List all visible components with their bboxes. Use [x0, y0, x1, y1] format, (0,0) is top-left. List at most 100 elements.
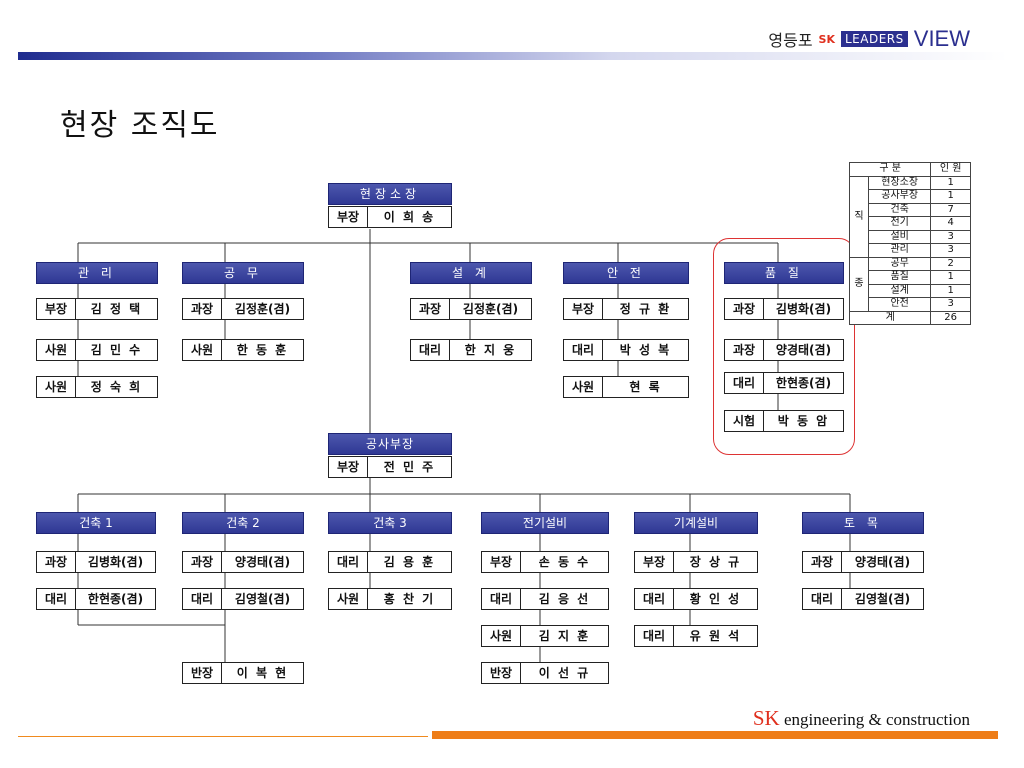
name-cell: 김 민 수: [90, 343, 143, 357]
brand-sk: SK: [818, 32, 835, 46]
site-manager-row: 부장 이 희 송: [328, 206, 452, 228]
rank-cell: 사원: [564, 377, 603, 397]
rank-cell: 부장: [482, 552, 521, 572]
rank-cell: 대리: [635, 626, 674, 646]
site-manager-head-label: 현장소장: [359, 187, 421, 201]
rank-cell: 사원: [37, 340, 76, 360]
dept-row: 사원 김 민 수: [36, 339, 158, 361]
table-cell: 설계: [867, 283, 932, 298]
rank-cell: 부장: [564, 299, 603, 319]
table-cell: 현장소장: [867, 175, 932, 190]
group-label: 종: [849, 256, 869, 312]
table-cell: 3: [930, 297, 971, 312]
rank-cell: 반장: [183, 663, 222, 683]
team-row: 대리 유 원 석: [634, 625, 758, 647]
name-cell: 황 인 성: [689, 592, 742, 606]
rank-cell: 과장: [37, 552, 76, 572]
team-head-arch2: 건축 2: [182, 512, 304, 534]
rank-cell: 대리: [635, 589, 674, 609]
dept-head-public-works: 공 무: [182, 262, 304, 284]
header-count: 인 원: [930, 162, 971, 177]
construction-manager-head: 공사부장: [328, 433, 452, 455]
name-cell: 김정훈(겸): [462, 302, 519, 316]
name-cell: 한현종(겸): [775, 376, 832, 390]
team-head-label: 건축 3: [373, 516, 407, 530]
total-label: 계: [848, 310, 932, 325]
table-cell: 설비: [867, 229, 932, 244]
brand-leaders: LEADERS: [841, 31, 908, 47]
table-cell: 1: [930, 175, 971, 190]
name-cell: 김 용 훈: [383, 555, 436, 569]
table-cell: 7: [930, 202, 971, 217]
name-cell: 김영철(겸): [854, 592, 911, 606]
rank-cell: 대리: [183, 589, 222, 609]
header-gradient-bar: [18, 52, 1008, 60]
rank-cell: 부장: [329, 457, 368, 477]
rank-cell: 과장: [183, 552, 222, 572]
name-cell: 한현종(겸): [87, 592, 144, 606]
team-row: 대리 한현종(겸): [36, 588, 156, 610]
brand-city: 영등포: [768, 31, 813, 50]
team-head-label: 건축 1: [79, 516, 113, 530]
name-cell: 박 성 복: [619, 343, 672, 357]
name-cell: 김정훈(겸): [234, 302, 291, 316]
table-cell: 전기: [867, 216, 932, 231]
name-cell: 양경태(겸): [234, 555, 291, 569]
group-label: 직: [849, 175, 869, 258]
team-head-label: 토 목: [844, 516, 882, 530]
total-count: 26: [930, 310, 971, 325]
team-head-label: 건축 2: [226, 516, 260, 530]
name-cell: 홍 찬 기: [383, 592, 436, 606]
rank-cell: 대리: [37, 589, 76, 609]
headcount-header-row: 구 분 인 원: [848, 162, 971, 177]
headcount-total-row: 계 26: [848, 310, 971, 325]
table-cell: 1: [930, 270, 971, 285]
dept-head-safety: 안 전: [563, 262, 689, 284]
name-cell: 유 원 석: [689, 629, 742, 643]
team-head-electrical: 전기설비: [481, 512, 609, 534]
rank-cell: 사원: [37, 377, 76, 397]
table-cell: 2: [930, 256, 971, 271]
rank-cell: 부장: [635, 552, 674, 572]
name-cell: 현 록: [629, 380, 662, 394]
rank-cell: 사원: [183, 340, 222, 360]
table-cell: 3: [930, 229, 971, 244]
name-cell: 한 지 웅: [464, 343, 517, 357]
table-cell: 공무: [867, 256, 932, 271]
dept-head-design: 설 계: [410, 262, 532, 284]
table-cell: 품질: [867, 270, 932, 285]
name-cell: 김병화(겸): [87, 555, 144, 569]
table-cell: 건축: [867, 202, 932, 217]
team-head-arch1: 건축 1: [36, 512, 156, 534]
team-row: 과장 양경태(겸): [182, 551, 304, 573]
highlight-outline: [713, 238, 855, 455]
name-cell: 김 응 선: [538, 592, 591, 606]
rank-cell: 대리: [725, 373, 764, 393]
rank-cell: 과장: [803, 552, 842, 572]
dept-head-label: 공 무: [224, 266, 262, 280]
name-cell: 김병화(겸): [775, 302, 832, 316]
construction-manager-head-label: 공사부장: [365, 437, 415, 451]
dept-head-quality: 품 질: [724, 262, 844, 284]
team-head-mechanical: 기계설비: [634, 512, 758, 534]
table-cell: 1: [930, 189, 971, 204]
name-cell: 이 복 현: [236, 666, 289, 680]
rank-cell: 과장: [725, 299, 764, 319]
footer-sk: SK: [752, 706, 780, 730]
dept-head-label: 관 리: [78, 266, 116, 280]
header-category: 구 분: [848, 162, 932, 177]
